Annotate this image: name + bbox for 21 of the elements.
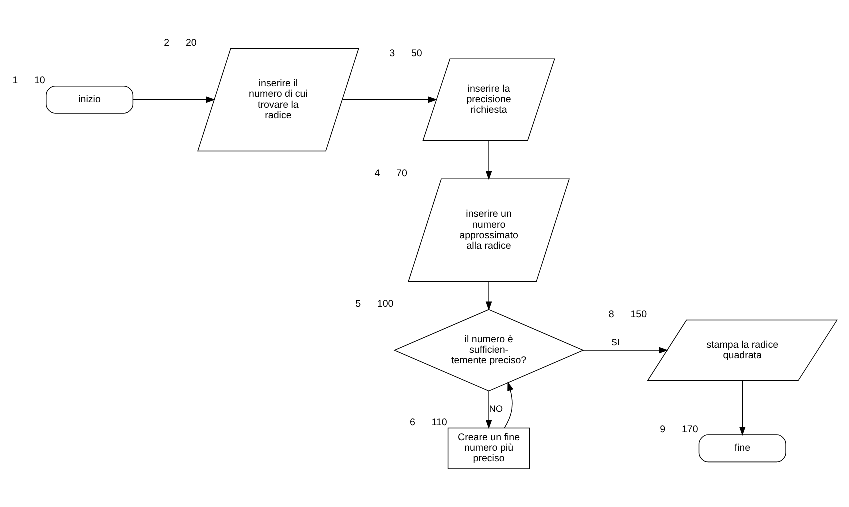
node-label: 3 50 xyxy=(390,48,422,60)
node-box: inizio xyxy=(46,86,134,114)
arrow xyxy=(486,391,492,430)
arrow xyxy=(739,380,746,436)
arrow xyxy=(132,96,216,104)
arrow xyxy=(342,96,438,104)
node-label: 4 70 xyxy=(374,168,408,180)
edge-label: NO xyxy=(489,404,504,414)
arrow xyxy=(486,140,492,180)
node-label: 8 150 xyxy=(608,310,648,321)
arrow xyxy=(486,281,492,311)
node-label: 1 10 xyxy=(12,76,46,87)
arrow xyxy=(504,382,514,428)
node-label: 5 100 xyxy=(356,299,394,310)
edge-label: SI xyxy=(611,338,620,348)
node-box: fine xyxy=(698,434,786,463)
node-box: Creare un fine numero più preciso xyxy=(448,428,530,470)
node-label: 9 170 xyxy=(660,424,698,436)
node-label: 2 20 xyxy=(164,38,197,49)
arrow xyxy=(583,347,668,354)
node-label: 6 110 xyxy=(410,418,448,429)
